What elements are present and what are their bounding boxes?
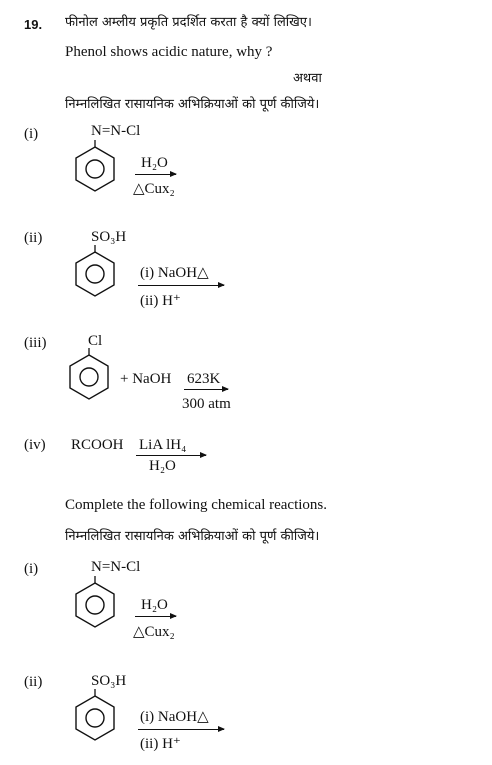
hindi-prompt: फीनोल अम्लीय प्रकृति प्रदर्शित करता है क… <box>65 15 312 30</box>
arrow-below-ii: (ii) H⁺ <box>140 293 181 309</box>
arrow-above-b-i: H₂O <box>141 597 168 613</box>
reaction-arrow-i <box>135 171 177 177</box>
benzene-ring-icon <box>75 140 115 192</box>
or-label: अथवा <box>293 71 322 86</box>
benzene-ring-icon <box>75 576 115 628</box>
complete-hindi-heading: निम्नलिखित रासायनिक अभिक्रियाओं को पूर्ण… <box>65 97 320 112</box>
substituent-iii: Cl <box>88 333 103 349</box>
reaction-label-ii: (ii) <box>24 230 43 246</box>
english-prompt: Phenol shows acidic nature, why ? <box>65 44 273 60</box>
reaction-arrow-iii <box>184 386 229 392</box>
arrow-above-iv: LiA lH₄ <box>139 437 187 453</box>
substituent-ii: SO₃H <box>91 229 127 245</box>
complete-english-heading: Complete the following chemical reaction… <box>65 497 328 513</box>
arrow-above-iii: 623K <box>187 371 221 387</box>
arrow-below-i: △Cux₂ <box>133 181 175 197</box>
arrow-above-i: H₂O <box>141 155 168 171</box>
reagent-iii: + NaOH <box>120 371 172 387</box>
reaction-arrow-b-ii <box>138 726 225 732</box>
reaction-label-b-ii: (ii) <box>24 674 43 690</box>
question-number: 19. <box>24 17 43 32</box>
reaction-label-i: (i) <box>24 126 39 142</box>
arrow-below-iii: 300 atm <box>182 396 231 412</box>
arrow-below-b-i: △Cux₂ <box>133 624 175 640</box>
benzene-ring-icon <box>75 689 115 741</box>
arrow-above-b-ii: (i) NaOH△ <box>140 709 209 725</box>
reaction-arrow-b-i <box>135 613 177 619</box>
reactant-iv: RCOOH <box>71 437 124 453</box>
reaction-label-iv: (iv) <box>24 437 46 453</box>
substituent-b-ii: SO₃H <box>91 673 127 689</box>
arrow-below-iv: H₂O <box>149 458 176 474</box>
reaction-arrow-iv <box>136 452 207 458</box>
arrow-below-b-ii: (ii) H⁺ <box>140 736 181 752</box>
reaction-arrow-ii <box>138 282 225 288</box>
substituent-b-i: N=N-Cl <box>91 559 141 575</box>
arrow-above-ii: (i) NaOH△ <box>140 265 209 281</box>
reaction-label-iii: (iii) <box>24 335 47 351</box>
benzene-ring-icon <box>75 245 115 297</box>
benzene-ring-icon <box>69 348 109 400</box>
substituent-i: N=N-Cl <box>91 123 141 139</box>
reaction-label-b-i: (i) <box>24 561 39 577</box>
complete-hindi-heading-2: निम्नलिखित रासायनिक अभिक्रियाओं को पूर्ण… <box>65 529 320 544</box>
